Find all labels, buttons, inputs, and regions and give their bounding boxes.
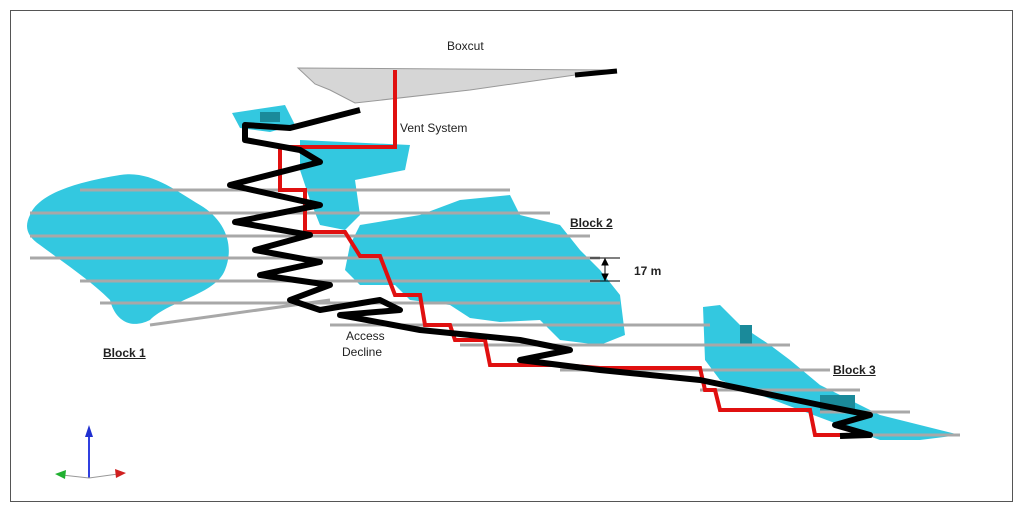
orebody-block-3 (703, 305, 960, 440)
axis-triad-icon (55, 425, 126, 479)
access-decline-label-line2: Decline (342, 345, 383, 359)
vent-system (278, 70, 840, 437)
access-decline (227, 107, 873, 439)
boxcut-ramp (574, 68, 618, 78)
level-spacing-dimension (590, 257, 620, 282)
block-2-label: Block 2 (570, 216, 613, 230)
orebody-block-2 (232, 105, 625, 345)
vent-system-label: Vent System (400, 121, 468, 135)
orebody-block-1 (27, 174, 229, 324)
level-spacing-label: 17 m (634, 264, 662, 278)
diagram-frame (10, 10, 1013, 502)
block-3-label: Block 3 (833, 363, 876, 377)
boxcut-label: Boxcut (447, 39, 484, 53)
boxcut-shape (296, 67, 611, 104)
access-decline-label-line1: Access (346, 329, 385, 343)
block-1-label: Block 1 (103, 346, 146, 360)
